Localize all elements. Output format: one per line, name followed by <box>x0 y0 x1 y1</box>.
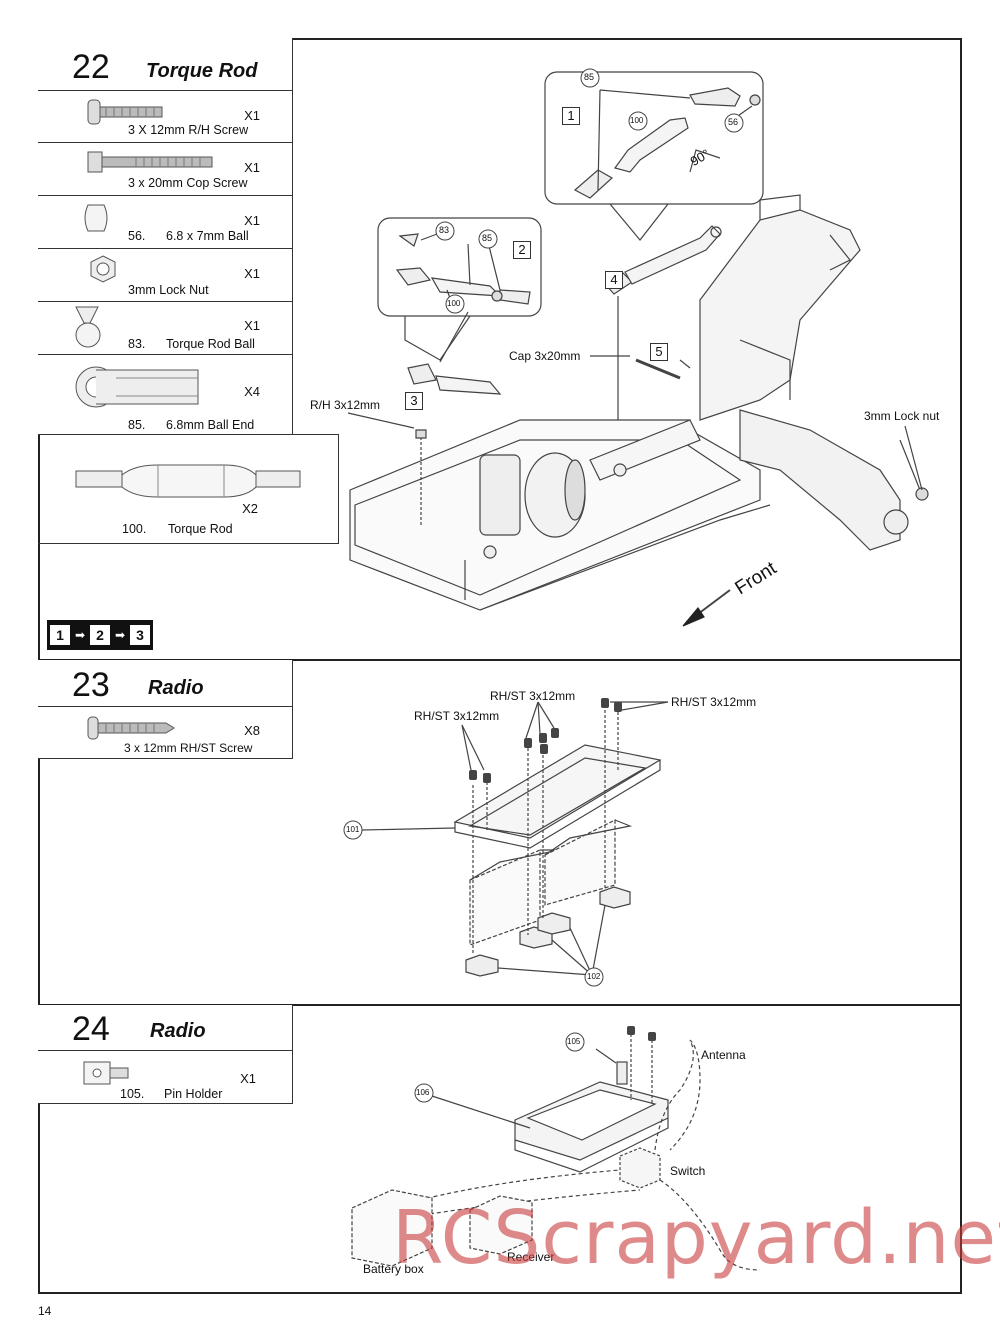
part-desc: 3mm Lock Nut <box>128 283 209 297</box>
part-num: 83. <box>128 337 146 351</box>
lock-nut-icon <box>90 255 116 283</box>
part-row-lock-nut: X1 3mm Lock Nut <box>38 248 292 302</box>
rhst-screw-label-center: RH/ST 3x12mm <box>490 689 576 703</box>
part-num: 100. <box>122 522 147 536</box>
part-row-torque-rod-ball: X1 83. Torque Rod Ball <box>38 301 292 355</box>
qty: X1 <box>244 213 260 228</box>
cap-screw-label: Cap 3x20mm <box>509 349 581 363</box>
step24-title: Radio <box>150 1020 206 1042</box>
qty: X1 <box>240 1071 256 1086</box>
qty: X1 <box>244 160 260 175</box>
qty: X1 <box>244 318 260 333</box>
step22-number: 22 <box>72 48 110 86</box>
part-desc: Torque Rod <box>168 522 233 536</box>
section-divider-23 <box>38 659 962 661</box>
screw-icon <box>87 99 163 125</box>
step24-header: 24 Radio <box>38 1005 292 1051</box>
rhst-screw-label-left: RH/ST 3x12mm <box>414 709 500 723</box>
sequence-step-3: 3 <box>129 624 151 646</box>
qty: X2 <box>242 501 258 516</box>
switch-label: Switch <box>670 1164 706 1178</box>
step22-title: Torque Rod <box>146 60 258 82</box>
pin-holder-icon <box>83 1061 129 1085</box>
callout-56: 56 <box>728 117 739 127</box>
step-label-4: 4 <box>605 271 623 289</box>
sequence-step-2: 2 <box>89 624 111 646</box>
receiver-label: Receiver <box>507 1250 555 1264</box>
step-label-5: 5 <box>650 343 668 361</box>
self-tapping-screw-icon <box>87 716 175 740</box>
lock-nut-label: 3mm Lock nut <box>864 409 940 423</box>
part-row-cap-screw: X1 3 x 20mm Cop Screw <box>38 142 292 196</box>
part-row-rh-screw: X1 3 X 12mm R/H Screw <box>38 90 292 143</box>
step23-number: 23 <box>72 666 110 704</box>
part-row-ball: X1 56. 6.8 x 7mm Ball <box>38 195 292 249</box>
qty: X1 <box>244 108 260 123</box>
assembly-sequence: 1 ➡ 2 ➡ 3 <box>47 620 153 650</box>
qty: X4 <box>244 384 260 399</box>
step23-title: Radio <box>148 677 204 699</box>
part-row-ball-end: X4 85. 6.8mm Ball End <box>38 354 292 434</box>
part-num: 105. <box>120 1087 145 1101</box>
callout-85b: 85 <box>482 233 493 243</box>
callout-101: 101 <box>346 825 360 834</box>
part-desc: 3 X 12mm R/H Screw <box>128 123 249 137</box>
arrow-right-icon: ➡ <box>114 628 126 642</box>
qty: X8 <box>244 723 260 738</box>
step-label-1: 1 <box>562 107 580 125</box>
step22-chassis-illustration <box>347 68 929 627</box>
part-row-pin-holder: X1 105. Pin Holder <box>38 1050 292 1103</box>
cap-screw-icon <box>87 151 213 173</box>
callout-83: 83 <box>439 225 450 235</box>
ball-icon <box>84 204 108 232</box>
part-desc: 3 x 12mm RH/ST Screw <box>124 741 253 755</box>
part-num: 85. <box>128 418 146 432</box>
step23-parts-panel: 23 Radio X8 3 x 12mm RH/ST Screw <box>38 660 293 759</box>
part-row-torque-rod: X2 100. Torque Rod <box>38 434 339 544</box>
part-desc: 3 x 20mm Cop Screw <box>128 176 248 190</box>
step23-servo-tray-illustration <box>343 698 669 987</box>
callout-100: 100 <box>630 116 644 125</box>
section-divider-24 <box>38 1004 962 1006</box>
callout-106: 106 <box>416 1088 430 1097</box>
torque-rod-icon <box>75 464 301 498</box>
watermark: RCScrapyard.net <box>392 1195 1000 1281</box>
step22-parts-panel: 22 Torque Rod X1 3 X 12mm R/H Screw X1 3… <box>38 38 293 435</box>
sequence-step-1: 1 <box>49 624 71 646</box>
ball-end-icon <box>75 366 199 408</box>
rh-screw-label: R/H 3x12mm <box>310 398 381 412</box>
antenna-label: Antenna <box>701 1048 746 1062</box>
page-number: 14 <box>38 1304 52 1318</box>
step24-parts-panel: 24 Radio X1 105. Pin Holder <box>38 1005 293 1104</box>
part-desc: Torque Rod Ball <box>166 337 255 351</box>
callout-100b: 100 <box>447 299 461 308</box>
arrow-right-icon: ➡ <box>74 628 86 642</box>
step23-header: 23 Radio <box>38 660 292 707</box>
torque-rod-ball-icon <box>75 306 101 348</box>
step-label-2: 2 <box>513 241 531 259</box>
part-desc: 6.8mm Ball End <box>166 418 255 432</box>
part-num: 56. <box>128 229 146 243</box>
qty: X1 <box>244 266 260 281</box>
battery-box-label: Battery box <box>363 1262 424 1276</box>
callout-102: 102 <box>587 972 601 981</box>
part-desc: Pin Holder <box>164 1087 223 1101</box>
part-desc: 6.8 x 7mm Ball <box>166 229 249 243</box>
rhst-screw-label-right: RH/ST 3x12mm <box>671 695 757 709</box>
step-label-3: 3 <box>405 392 423 410</box>
callout-85: 85 <box>584 72 595 82</box>
step24-number: 24 <box>72 1010 110 1048</box>
step22-header: 22 Torque Rod <box>38 38 292 91</box>
part-row-rhst-screw: X8 3 x 12mm RH/ST Screw <box>38 706 292 758</box>
callout-105: 105 <box>567 1037 581 1046</box>
